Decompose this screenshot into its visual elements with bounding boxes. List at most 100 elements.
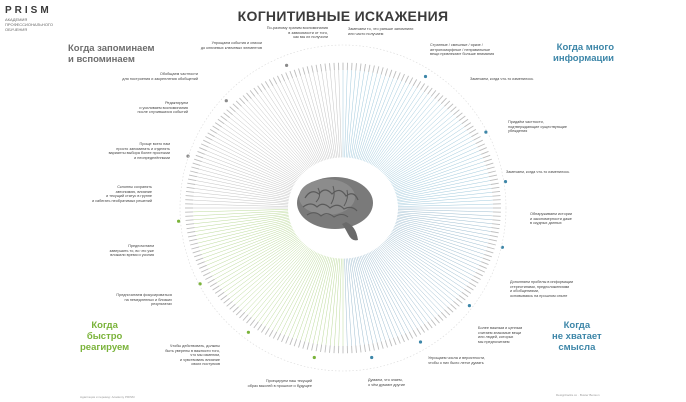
bias-label-stub: [440, 311, 447, 319]
radial-line: [394, 157, 483, 190]
radial-line: [397, 216, 491, 232]
bias-label-stub: [475, 139, 483, 145]
bias-label-stub: [191, 166, 200, 170]
bias-label-stub: [246, 92, 252, 99]
radial-line: [367, 253, 410, 332]
note-speed-4: Предпочитаем фокусироваться на немедленн…: [116, 293, 172, 307]
bias-label-stub: [489, 238, 497, 242]
ring-dot: [503, 180, 508, 184]
note-memory-2: Редактируем и усиливаем воспоминания пос…: [137, 101, 188, 115]
radial-line: [269, 252, 317, 329]
radial-line: [193, 196, 289, 204]
bias-label-stub: [490, 231, 499, 234]
radial-line: [358, 75, 386, 160]
bias-label-stub: [450, 106, 457, 113]
bias-label-stub: [191, 246, 200, 250]
radial-line: [352, 257, 369, 345]
radial-line: [358, 256, 386, 341]
radial-line: [193, 212, 289, 220]
note-speed-5: Чтобы действовать, должны быть уверены в…: [165, 344, 220, 367]
radial-line: [394, 226, 483, 259]
bias-label-stub: [302, 341, 306, 349]
bias-label-stub: [380, 67, 384, 75]
bias-label-stub: [214, 122, 222, 128]
radial-line: [338, 258, 342, 346]
radial-line: [238, 244, 305, 308]
bias-label-stub: [466, 125, 474, 131]
bias-label-stub: [276, 75, 282, 83]
bias-label-stub: [192, 162, 201, 166]
radial-line: [193, 210, 289, 217]
bias-label-stub: [376, 66, 380, 74]
bias-label-stub: [376, 342, 380, 350]
bias-label-stub: [491, 223, 501, 226]
radial-line: [229, 240, 302, 299]
radial-line: [208, 146, 294, 186]
radial-line: [197, 172, 290, 196]
radial-line: [378, 103, 442, 170]
radial-line: [221, 126, 299, 179]
bias-label-stub: [203, 139, 211, 145]
bias-label-stub: [400, 334, 405, 343]
radial-line: [265, 251, 315, 327]
bias-label-stub: [253, 87, 259, 95]
radial-line: [345, 258, 352, 346]
bias-label-stub: [492, 219, 501, 221]
bias-label-stub: [477, 268, 485, 273]
radial-line: [214, 136, 296, 183]
bias-label-stub: [209, 129, 218, 134]
bias-label-stub: [223, 112, 230, 118]
radial-line: [383, 114, 454, 174]
note-info-5: Замечаем то, что раньше запомнили или ча…: [348, 27, 414, 36]
radial-line: [199, 222, 291, 248]
bias-label-stub: [450, 303, 457, 310]
radial-line: [193, 213, 289, 224]
brand-logo: PRISM АКАДЕМИЯ ПРОФЕССИОНАЛЬНОГО ОБУЧЕНИ…: [5, 5, 75, 32]
bias-label-stub: [484, 253, 492, 258]
bias-label-stub: [484, 158, 492, 163]
ring-dot: [484, 130, 488, 134]
radial-line: [292, 255, 325, 339]
footer-credit-right: Designhacks.co · Buster Benson: [556, 393, 600, 397]
radial-line: [396, 180, 491, 199]
radial-line: [334, 258, 341, 346]
ring-dot: [423, 74, 428, 79]
bias-label-stub: [311, 343, 314, 351]
radial-line: [258, 249, 313, 323]
bias-label-stub: [372, 343, 375, 351]
bias-label-stub: [487, 242, 496, 246]
radial-line: [397, 196, 493, 204]
ring-dot: [246, 330, 250, 334]
bias-label-stub: [468, 129, 477, 134]
radial-line: [203, 157, 292, 190]
radial-line: [317, 257, 334, 345]
bias-label-stub: [264, 327, 270, 335]
radial-line: [280, 82, 321, 163]
quadrant-info-title: Когда много информации: [553, 42, 614, 64]
radial-line: [397, 213, 493, 224]
radial-line: [392, 146, 478, 186]
ring-dot: [467, 304, 471, 308]
radial-line: [193, 209, 289, 213]
bias-label-stub: [396, 72, 401, 80]
radial-line: [288, 255, 324, 337]
quadrant-meaning-title: Когда не хватает смысла: [552, 320, 602, 353]
bias-label-stub: [458, 115, 466, 121]
note-info-4: Странные / смешные / яркие / антропоморф…: [430, 43, 495, 57]
bias-label-stub: [190, 242, 199, 246]
radial-line: [284, 254, 322, 336]
radial-line: [200, 165, 291, 193]
radial-line: [396, 217, 491, 236]
bias-label-stub: [363, 344, 366, 352]
bias-label-stub: [186, 186, 195, 189]
note-meaning-3: Более важным и ценным считаем знакомые в…: [478, 326, 523, 344]
radial-line: [212, 139, 296, 184]
radial-line: [392, 228, 480, 266]
radial-line: [216, 235, 297, 283]
radial-line: [372, 250, 425, 325]
bias-label-stub: [408, 77, 414, 85]
bias-label-stub: [242, 314, 249, 321]
bias-label-stub: [232, 103, 239, 110]
note-speed-6: Проецируем наш текущий образ мыслей в пр…: [247, 379, 312, 388]
ring-dot: [186, 154, 190, 158]
